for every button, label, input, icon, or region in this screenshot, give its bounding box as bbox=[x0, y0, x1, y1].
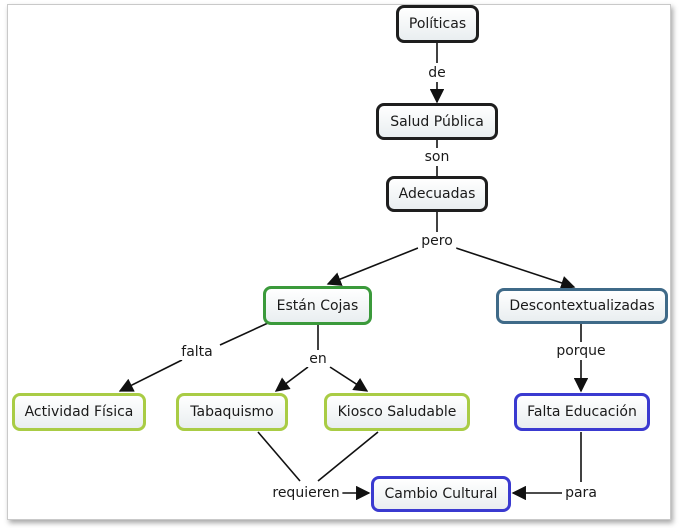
line-estan-falta bbox=[219, 322, 269, 346]
line-pero-estan bbox=[326, 247, 419, 286]
node-tabaquismo[interactable]: Tabaquismo bbox=[176, 393, 288, 431]
line-falta-actividad bbox=[118, 359, 183, 392]
node-cambio-cultural[interactable]: Cambio Cultural bbox=[371, 476, 511, 512]
node-actividad-fisica[interactable]: Actividad Física bbox=[12, 393, 146, 431]
node-actividad-fisica-label: Actividad Física bbox=[24, 404, 134, 420]
node-estan-cojas[interactable]: Están Cojas bbox=[263, 286, 372, 325]
node-salud-publica[interactable]: Salud Pública bbox=[376, 103, 498, 140]
node-adecuadas[interactable]: Adecuadas bbox=[386, 176, 488, 212]
line-en-tabaquismo bbox=[274, 366, 309, 392]
link-label-falta: falta bbox=[178, 344, 216, 360]
link-label-para: para bbox=[562, 485, 600, 501]
node-kiosco-saludable[interactable]: Kiosco Saludable bbox=[324, 393, 470, 431]
node-falta-educacion-label: Falta Educación bbox=[527, 404, 637, 420]
line-en-kiosco bbox=[329, 366, 369, 392]
line-kiosco-requieren bbox=[317, 431, 379, 482]
node-tabaquismo-label: Tabaquismo bbox=[190, 404, 274, 420]
node-kiosco-saludable-label: Kiosco Saludable bbox=[337, 404, 457, 420]
node-politicas[interactable]: Políticas bbox=[396, 5, 479, 43]
node-descontextualizadas-label: Descontextualizadas bbox=[509, 298, 655, 314]
node-adecuadas-label: Adecuadas bbox=[398, 186, 476, 202]
node-politicas-label: Políticas bbox=[408, 16, 467, 32]
link-label-de: de bbox=[425, 65, 449, 81]
link-label-son: son bbox=[421, 149, 453, 165]
link-label-porque: porque bbox=[553, 343, 609, 359]
link-label-pero: pero bbox=[418, 233, 456, 249]
node-cambio-cultural-label: Cambio Cultural bbox=[384, 486, 498, 502]
node-falta-educacion[interactable]: Falta Educación bbox=[514, 393, 650, 431]
line-tabaquismo-requieren bbox=[257, 431, 301, 482]
link-label-en: en bbox=[306, 351, 330, 367]
link-label-requieren: requieren bbox=[269, 485, 343, 501]
node-estan-cojas-label: Están Cojas bbox=[276, 297, 359, 314]
node-salud-publica-label: Salud Pública bbox=[390, 113, 484, 130]
node-descontextualizadas[interactable]: Descontextualizadas bbox=[496, 288, 668, 324]
line-pero-descontext bbox=[455, 247, 576, 290]
diagram-frame bbox=[7, 4, 671, 520]
